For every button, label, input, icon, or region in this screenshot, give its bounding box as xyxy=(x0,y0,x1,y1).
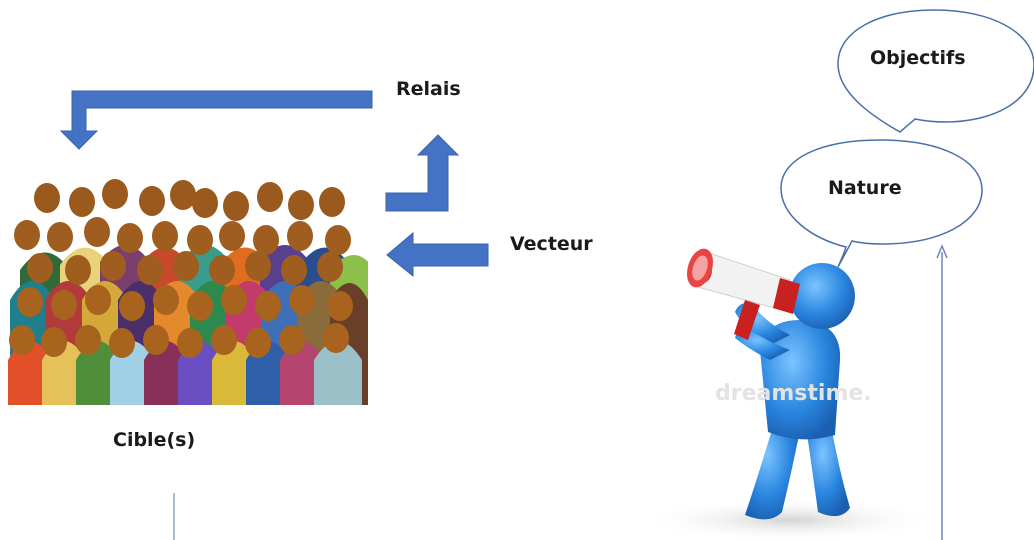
nature-label: Nature xyxy=(828,177,902,199)
relais-arrow xyxy=(59,90,373,150)
objectifs-label: Objectifs xyxy=(870,47,966,69)
nature-bubble xyxy=(780,139,983,268)
connector-arrow-right xyxy=(936,244,948,540)
megaphone xyxy=(687,248,800,340)
relais-label: Relais xyxy=(396,78,461,100)
watermark: dreamstime. xyxy=(715,381,872,406)
vecteur-arrow xyxy=(386,231,489,278)
bent-up-arrow xyxy=(385,134,460,212)
objectifs-bubble xyxy=(837,9,1034,133)
vecteur-label: Vecteur xyxy=(510,233,593,255)
cible-label: Cible(s) xyxy=(113,429,196,451)
